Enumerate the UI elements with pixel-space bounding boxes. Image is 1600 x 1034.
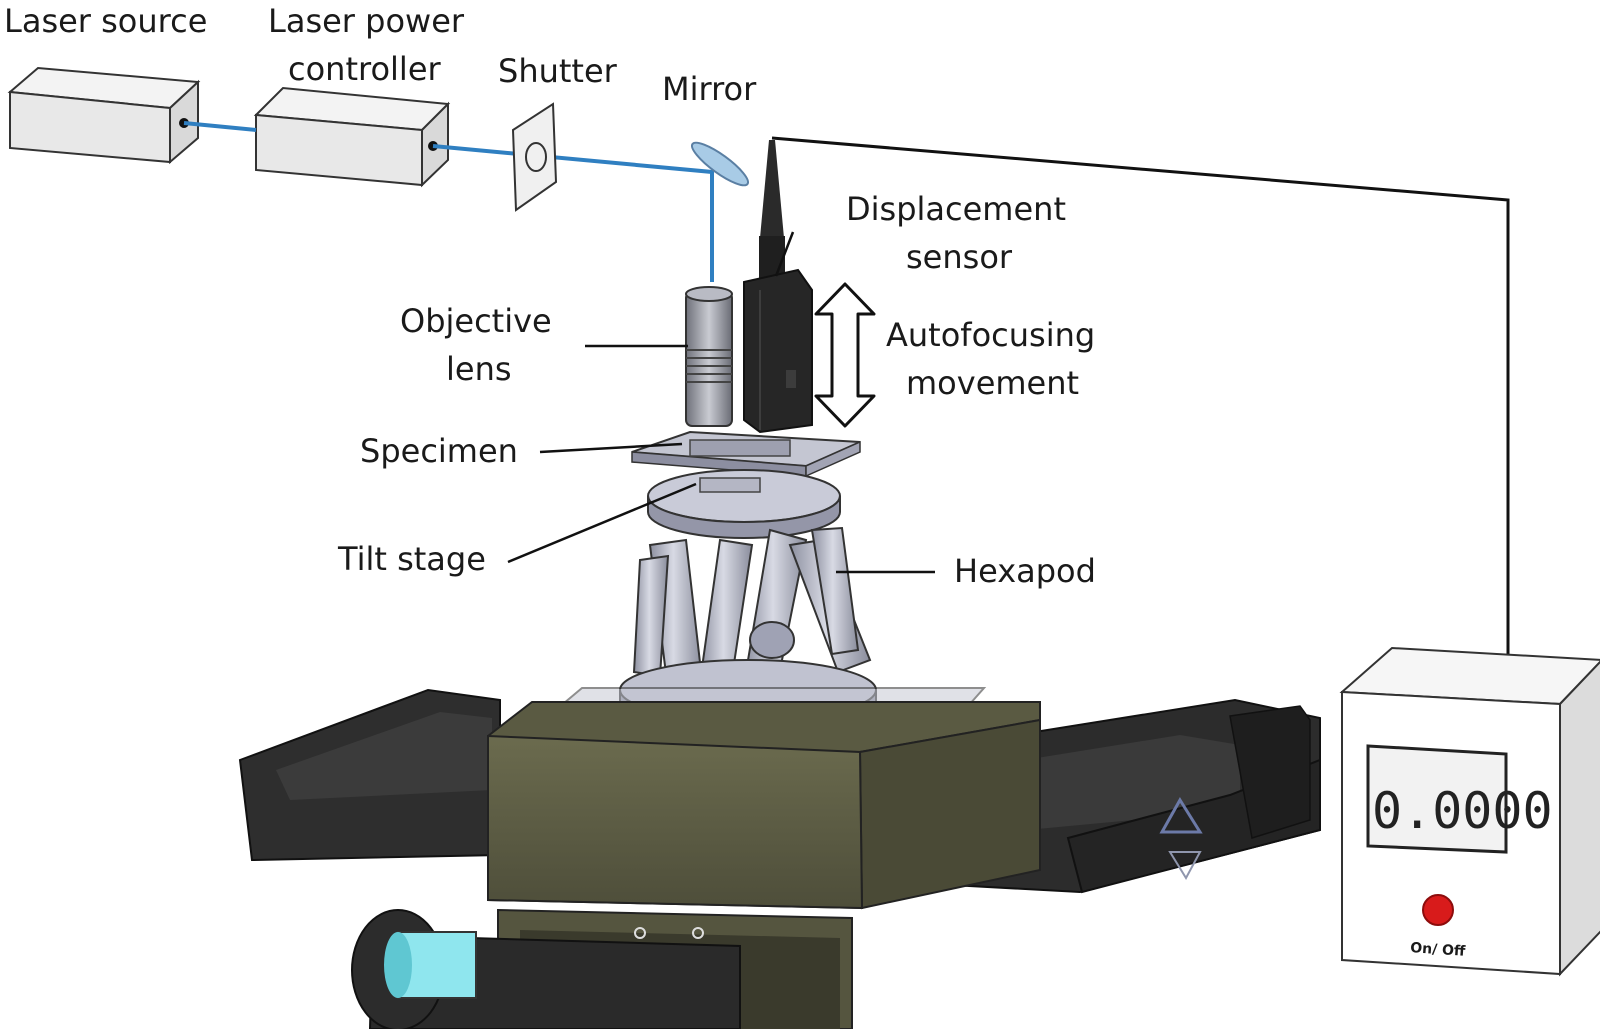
label-shutter: Shutter	[498, 52, 618, 90]
mirror	[690, 141, 750, 187]
label-laser-power-controller-line2: controller	[288, 50, 442, 88]
leader-lines	[507, 231, 935, 574]
label-laser-source: Laser source	[4, 2, 207, 40]
label-objective-lens-line1: Objective	[400, 302, 552, 340]
hexapod-legs	[632, 526, 872, 692]
label-objective-lens-line2: lens	[446, 350, 512, 388]
laser-power-controller-box	[253, 86, 451, 188]
displacement-sensor	[743, 140, 813, 434]
laser-source-box	[7, 66, 201, 165]
power-button-label: On/ Off	[1410, 940, 1467, 960]
label-displacement-sensor-line1: Displacement	[846, 190, 1066, 228]
autofocusing-arrow	[814, 282, 876, 428]
y-axis-stage	[351, 909, 741, 1031]
displacement-readout-unit	[1339, 646, 1600, 977]
tilt-stage	[647, 469, 841, 539]
label-specimen: Specimen	[360, 432, 518, 470]
label-hexapod: Hexapod	[954, 552, 1096, 590]
label-autofocusing-line2: movement	[906, 364, 1079, 402]
label-laser-power-controller-line1: Laser power	[268, 2, 465, 40]
readout-display-value: 0.0000	[1372, 782, 1553, 840]
label-autofocusing-line1: Autofocusing	[886, 316, 1095, 354]
label-tilt-stage: Tilt stage	[337, 540, 486, 578]
label-mirror: Mirror	[662, 70, 757, 108]
sensor-cable	[771, 136, 1510, 655]
shutter	[511, 102, 558, 212]
objective-lens	[685, 286, 733, 427]
label-displacement-sensor-line2: sensor	[906, 238, 1013, 276]
